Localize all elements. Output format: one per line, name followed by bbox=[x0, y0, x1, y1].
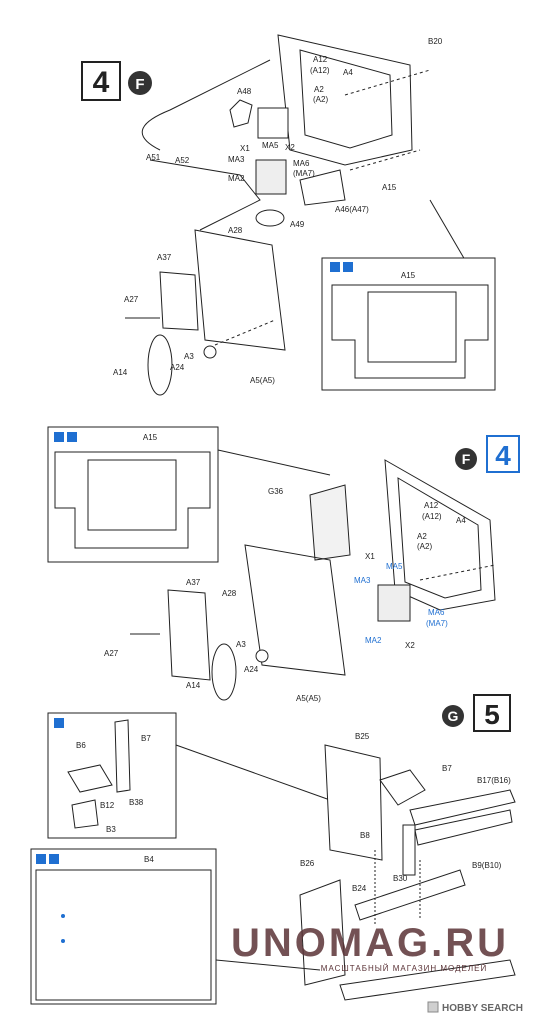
paint-icon-2 bbox=[54, 432, 64, 442]
label-a12p: (A12) bbox=[310, 66, 330, 75]
label-b9: B9(B10) bbox=[472, 861, 502, 870]
step-4b-box bbox=[486, 435, 520, 473]
label-b6: B6 bbox=[76, 741, 86, 750]
label-a14-b: A14 bbox=[186, 681, 201, 690]
paint-icon-3 bbox=[54, 718, 64, 728]
label-ma5: MA5 bbox=[262, 141, 279, 150]
step-4b-number: 4 bbox=[495, 440, 511, 471]
inset-b4 bbox=[30, 848, 217, 1005]
step-5-drawing bbox=[299, 744, 516, 1001]
label-b3: B3 bbox=[106, 825, 116, 834]
label-ma5-b: MA5 bbox=[386, 562, 403, 571]
label-a27: A27 bbox=[124, 295, 139, 304]
label-a2: A2 bbox=[314, 85, 324, 94]
label-x1: X1 bbox=[240, 144, 250, 153]
label-ma7p-b: (MA7) bbox=[426, 619, 448, 628]
label-b38: B38 bbox=[129, 798, 144, 807]
label-ma3-b: MA3 bbox=[354, 576, 371, 585]
label-a12-b: A12 bbox=[424, 501, 439, 510]
step-4b-drawing bbox=[130, 459, 496, 701]
label-a4: A4 bbox=[343, 68, 353, 77]
inset-b-parts bbox=[47, 712, 177, 839]
label-ma7p: (MA7) bbox=[293, 169, 315, 178]
label-a2-b: A2 bbox=[417, 532, 427, 541]
step-4a-drawing bbox=[125, 34, 466, 396]
label-g36: G36 bbox=[268, 487, 284, 496]
watermark-subtitle: МАСШТАБНЫЙ МАГАЗИН МОДЕЛЕЙ bbox=[321, 964, 487, 973]
label-b8: B8 bbox=[360, 831, 370, 840]
label-a2p: (A2) bbox=[313, 95, 328, 104]
inset-label-a15-2: A15 bbox=[143, 433, 158, 442]
inset-label-a15: A15 bbox=[401, 271, 416, 280]
step-4a-sub-badge bbox=[128, 71, 152, 95]
label-ma2-b: MA2 bbox=[365, 636, 382, 645]
label-a46: A46(A47) bbox=[335, 205, 369, 214]
label-a48: A48 bbox=[237, 87, 252, 96]
label-a3: A3 bbox=[184, 352, 194, 361]
step-5-sub-badge bbox=[442, 705, 464, 727]
label-a49: A49 bbox=[290, 220, 305, 229]
label-a4-b: A4 bbox=[456, 516, 466, 525]
hobbysearch-logo-icon bbox=[427, 1001, 439, 1013]
step-4a-number: 4 bbox=[93, 66, 110, 99]
label-a5: A5(A5) bbox=[250, 376, 275, 385]
label-a14: A14 bbox=[113, 368, 128, 377]
label-ma2: MA2 bbox=[228, 174, 245, 183]
label-x2: X2 bbox=[285, 143, 295, 152]
paint-icon-4 bbox=[36, 854, 46, 864]
label-a2p-b: (A2) bbox=[417, 542, 432, 551]
label-a24-b: A24 bbox=[244, 665, 259, 674]
label-a27-b: A27 bbox=[104, 649, 119, 658]
paint-icon bbox=[330, 262, 340, 272]
label-b20: B20 bbox=[428, 37, 443, 46]
label-a12p-b: (A12) bbox=[422, 512, 442, 521]
label-a5-b: A5(A5) bbox=[296, 694, 321, 703]
label-b25: B25 bbox=[355, 732, 370, 741]
step-4b-sub-badge bbox=[455, 448, 477, 470]
footer-brand: HOBBY SEARCH bbox=[442, 1003, 523, 1014]
step-5-sub: G bbox=[448, 708, 459, 724]
watermark-title: UNOMAG.RU bbox=[231, 921, 509, 965]
label-x2-b: X2 bbox=[405, 641, 415, 650]
step-5-box bbox=[473, 694, 511, 732]
step-5-number: 5 bbox=[484, 699, 500, 730]
label-b7-b: B7 bbox=[442, 764, 452, 773]
label-b4: B4 bbox=[144, 855, 154, 864]
label-ma6: MA6 bbox=[293, 159, 310, 168]
label-a28: A28 bbox=[228, 226, 243, 235]
label-a37-b: A37 bbox=[186, 578, 201, 587]
step-4a-box bbox=[81, 61, 121, 101]
label-b17: B17(B16) bbox=[477, 776, 511, 785]
glue-icon bbox=[343, 262, 353, 272]
glue-icon-4 bbox=[49, 854, 59, 864]
label-b24: B24 bbox=[352, 884, 367, 893]
label-a52: A52 bbox=[175, 156, 190, 165]
label-x1-b: X1 bbox=[365, 552, 375, 561]
glue-icon-2 bbox=[67, 432, 77, 442]
step-4a-sub: F bbox=[135, 76, 144, 93]
label-b12: B12 bbox=[100, 801, 115, 810]
label-b7: B7 bbox=[141, 734, 151, 743]
label-a15: A15 bbox=[382, 183, 397, 192]
label-b30: B30 bbox=[393, 874, 408, 883]
label-ma3: MA3 bbox=[228, 155, 245, 164]
label-b26: B26 bbox=[300, 859, 315, 868]
label-a51: A51 bbox=[146, 153, 161, 162]
label-a28-b: A28 bbox=[222, 589, 237, 598]
label-a12: A12 bbox=[313, 55, 328, 64]
label-a37: A37 bbox=[157, 253, 172, 262]
label-a3-b: A3 bbox=[236, 640, 246, 649]
label-ma6-b: MA6 bbox=[428, 608, 445, 617]
label-a24: A24 bbox=[170, 363, 185, 372]
step-4b-sub: F bbox=[462, 451, 471, 467]
